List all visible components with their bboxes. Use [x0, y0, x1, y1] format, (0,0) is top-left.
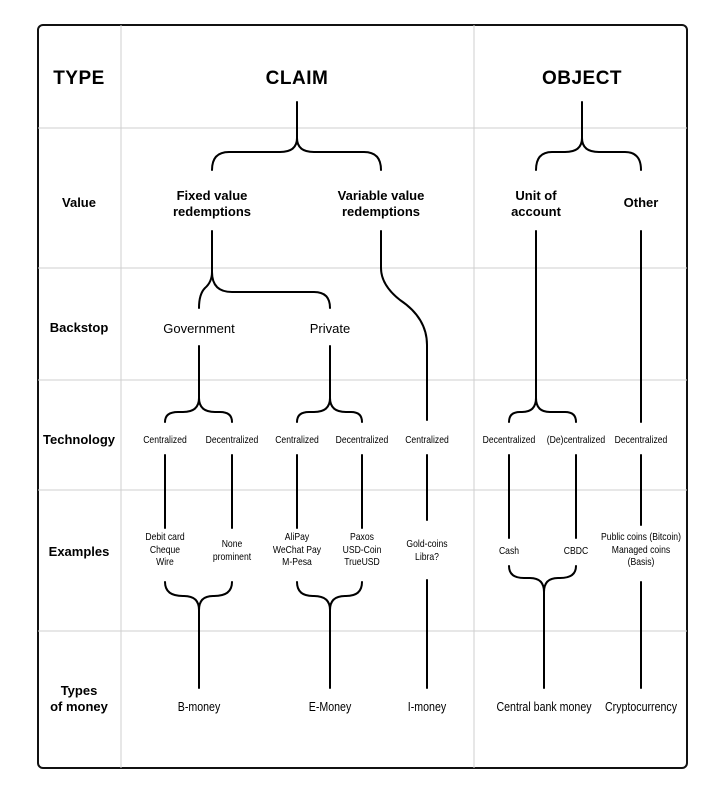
tech-centralized-1: Centralized: [143, 434, 187, 446]
row-label-technology: Technology: [43, 432, 115, 447]
row-label-backstop: Backstop: [49, 320, 109, 335]
money-e-money: E-Money: [308, 700, 352, 714]
tech-centralized-3: Centralized: [405, 434, 449, 446]
tech-decentralized-2: Decentralized: [335, 434, 389, 446]
value-other: Other: [623, 195, 659, 210]
tech-decentralized-3: Decentralized: [482, 434, 536, 446]
tech-de-centralized: (De)centralized: [546, 434, 606, 446]
tech-centralized-2: Centralized: [275, 434, 319, 446]
row-label-value: Value: [62, 195, 96, 210]
example-public-managed-coins: Public coins (Bitcoin)Managed coins(Basi…: [601, 531, 681, 569]
backstop-private: Private: [309, 321, 351, 336]
money-b-money: B-money: [177, 700, 221, 714]
header-claim: CLAIM: [265, 68, 329, 89]
backstop-government: Government: [163, 321, 235, 336]
money-cryptocurrency: Cryptocurrency: [604, 700, 678, 714]
row-label-examples: Examples: [48, 544, 110, 559]
header-object: OBJECT: [541, 68, 623, 89]
diagram-frame: [37, 24, 688, 769]
money-central-bank-money: Central bank money: [496, 700, 592, 714]
header-type: TYPE: [53, 68, 105, 89]
example-cbdc: CBDC: [563, 545, 589, 557]
example-cash: Cash: [498, 545, 520, 557]
tech-decentralized-1: Decentralized: [205, 434, 259, 446]
money-i-money: I-money: [407, 700, 447, 714]
tree-connectors: [164, 101, 642, 689]
tech-decentralized-4: Decentralized: [614, 434, 668, 446]
grid-lines: [38, 25, 687, 768]
